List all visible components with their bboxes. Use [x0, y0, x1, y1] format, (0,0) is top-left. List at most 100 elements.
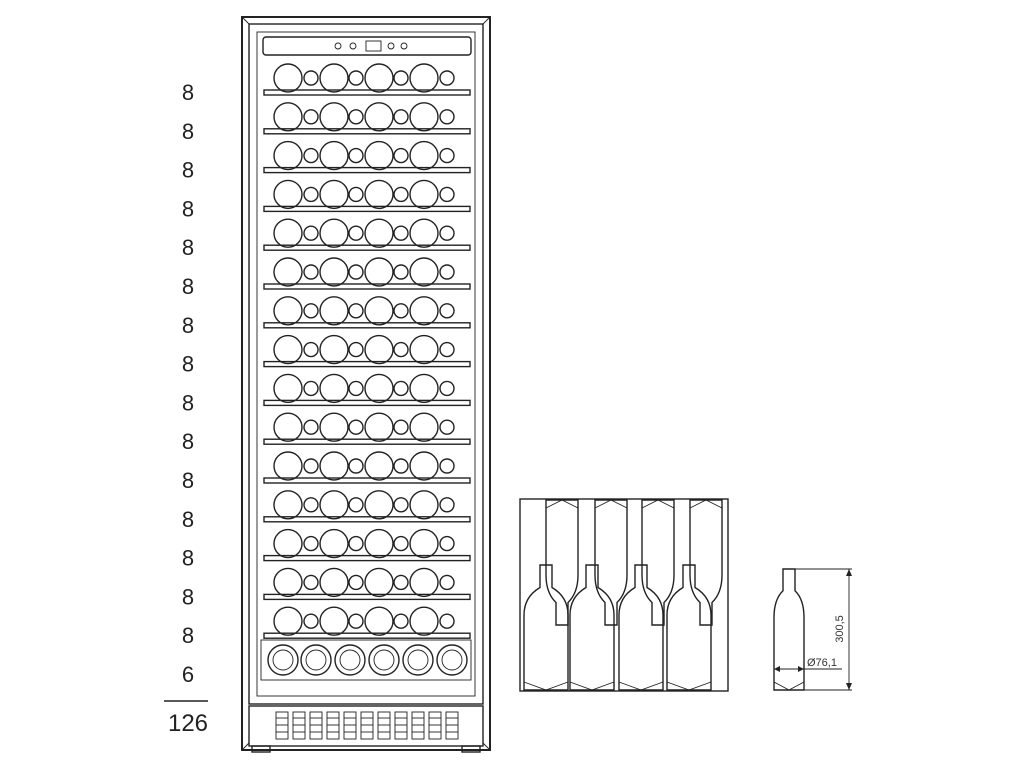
shelf [263, 63, 471, 96]
inverted-bottle-icon [594, 499, 628, 626]
bottle-end-icon [303, 147, 319, 164]
bottle-punt-icon [305, 649, 327, 671]
cabinet-glass [256, 31, 476, 697]
bottle-end-icon [439, 458, 455, 474]
bottle-end-icon [393, 303, 409, 319]
bottle-end-icon [348, 109, 364, 125]
upright-bottle-icon [523, 564, 569, 691]
bottle-end-icon [364, 102, 394, 132]
bottle-base-icon [300, 644, 332, 676]
cabinet-door-frame [248, 23, 484, 705]
shelf-rail [263, 322, 471, 329]
shelf [263, 334, 471, 368]
bottle-end-icon [273, 412, 303, 442]
bottle-end-icon [393, 458, 409, 474]
vent-slot [360, 711, 374, 740]
bottle-end-icon [393, 419, 409, 435]
bottle-punt-icon [641, 499, 675, 509]
shelf-rail [263, 632, 471, 639]
shelf-rail [263, 516, 471, 523]
vent-slot [326, 711, 340, 740]
bottle-end-icon [303, 419, 319, 435]
bottle-end-icon [348, 458, 364, 474]
bottom-shelf-tray [260, 639, 472, 681]
control-button-icon [387, 42, 395, 50]
cabinet [241, 16, 491, 753]
bottle-end-icon [393, 613, 409, 629]
bottle-end-icon [303, 264, 319, 280]
bottle-end-icon [319, 179, 349, 210]
bottle-dimension-diagram: 300,5 Ø76,1 [773, 568, 852, 691]
shelf-rail [263, 244, 471, 251]
shelf-rail [263, 477, 471, 484]
shelf-rail [263, 283, 471, 290]
bottle-base-icon [267, 644, 299, 676]
shelf [263, 567, 471, 601]
shelf-count-label: 8 [182, 623, 194, 648]
bottle-punt-icon [545, 499, 579, 509]
shelf-rail [263, 205, 471, 213]
bottle-end-icon [348, 147, 364, 164]
arrangement-frame [519, 498, 729, 692]
shelves-group [260, 63, 472, 681]
bottle-end-icon [439, 186, 455, 203]
bottle-end-icon [393, 186, 409, 203]
bottle-end-icon [439, 303, 455, 319]
bottle-end-icon [364, 296, 394, 326]
bottle-end-icon [348, 225, 364, 241]
bottle-end-icon [273, 451, 303, 481]
bottle-end-icon [273, 63, 303, 93]
shelf-count-label: 8 [182, 158, 194, 183]
inverted-bottle-icon [545, 499, 579, 626]
upright-bottle-icon [618, 564, 664, 691]
bottle-end-icon [348, 186, 364, 203]
bottle-end-icon [303, 109, 319, 125]
bottle-end-icon [439, 380, 455, 397]
shelf-count-label: 8 [182, 274, 194, 299]
bottle-end-icon [393, 70, 409, 86]
diameter-arrows [774, 666, 804, 672]
bottle-end-icon [303, 497, 319, 513]
bottle-end-icon [409, 412, 439, 442]
upright-bottle-icon [666, 564, 712, 691]
vent-grille [248, 705, 484, 747]
bottle-punt-icon [523, 681, 569, 691]
bottle-end-icon [303, 303, 319, 319]
bottle-punt-icon [373, 649, 395, 671]
shelf-count-label: 8 [182, 313, 194, 338]
bottle-end-icon [303, 225, 319, 241]
bottle-end-icon [409, 140, 439, 171]
temperature-display-icon [365, 40, 382, 52]
shelf-count-label: 8 [182, 80, 194, 105]
bottle-punt-icon [407, 649, 429, 671]
control-button-icon [334, 42, 342, 50]
shelf [263, 528, 471, 562]
bottle-end-icon [409, 296, 439, 326]
bottle-base-icon [402, 644, 434, 676]
bottle-end-icon [409, 218, 439, 248]
bottle-end-icon [409, 528, 439, 559]
shelf [263, 257, 471, 290]
bottle-end-icon [409, 334, 439, 365]
vent-slot [411, 711, 425, 740]
bottle-end-icon [348, 380, 364, 397]
shelf-count-label: 8 [182, 119, 194, 144]
bottle-end-icon [409, 179, 439, 210]
bottle-end-icon [393, 497, 409, 513]
bottle-punt-icon [666, 681, 712, 691]
bottle-base-icon [368, 644, 400, 676]
bottle-end-icon [364, 490, 394, 520]
bottle-end-icon [409, 257, 439, 287]
bottle-end-icon [393, 380, 409, 397]
shelf-count-label: 8 [182, 235, 194, 260]
bottle-end-icon [393, 574, 409, 591]
bottle-end-icon [348, 535, 364, 552]
vent-slot [445, 711, 459, 740]
shelf-count-label: 6 [182, 662, 194, 687]
bottle-end-icon [439, 535, 455, 552]
bottle-end-icon [393, 341, 409, 358]
bottle-punt-icon [339, 649, 361, 671]
bottle-end-icon [303, 186, 319, 203]
inverted-bottle [641, 499, 675, 626]
